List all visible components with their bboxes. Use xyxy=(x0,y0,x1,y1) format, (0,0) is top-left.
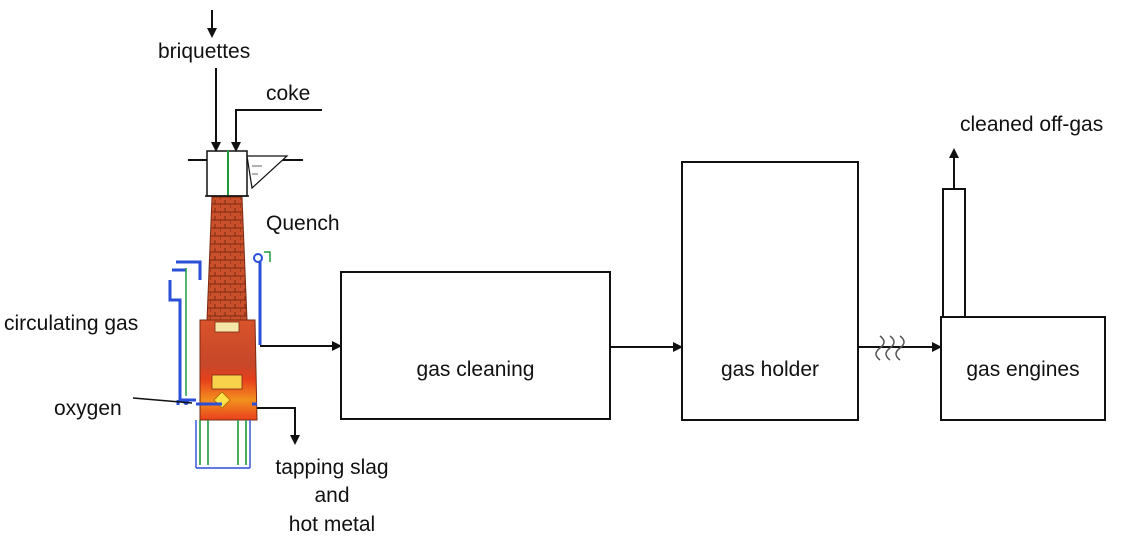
circulating-gas-label: circulating gas xyxy=(4,312,139,335)
gas-engines-box xyxy=(940,316,1106,421)
tapping-label-line3: hot metal xyxy=(288,513,376,536)
oxygen-label: oxygen xyxy=(54,397,122,420)
furnace-unit xyxy=(168,150,303,469)
melter-gasifier xyxy=(199,319,258,421)
tapping-arrow xyxy=(257,407,300,445)
coke-arrow xyxy=(231,109,322,152)
briquettes-label: briquettes xyxy=(158,40,251,63)
gas-cleaning-label: gas cleaning xyxy=(416,358,535,381)
reduction-shaft xyxy=(206,196,248,321)
tapping-label-line2: and xyxy=(314,484,350,507)
exhaust-stack xyxy=(942,188,966,318)
coke-chute xyxy=(246,155,289,190)
gas-holder-box xyxy=(681,161,859,421)
gas-engines-label: gas engines xyxy=(966,358,1080,381)
oxygen-leader xyxy=(132,397,193,404)
cleaned-off-gas-label: cleaned off-gas xyxy=(960,113,1104,136)
pipe-break-symbol xyxy=(875,335,905,361)
coke-label: coke xyxy=(266,82,311,105)
gas-cleaning-box xyxy=(340,271,611,420)
gas-holder-label: gas holder xyxy=(720,358,820,381)
tapping-label-line1: tapping slag xyxy=(275,456,389,479)
quench-label: Quench xyxy=(266,212,340,235)
